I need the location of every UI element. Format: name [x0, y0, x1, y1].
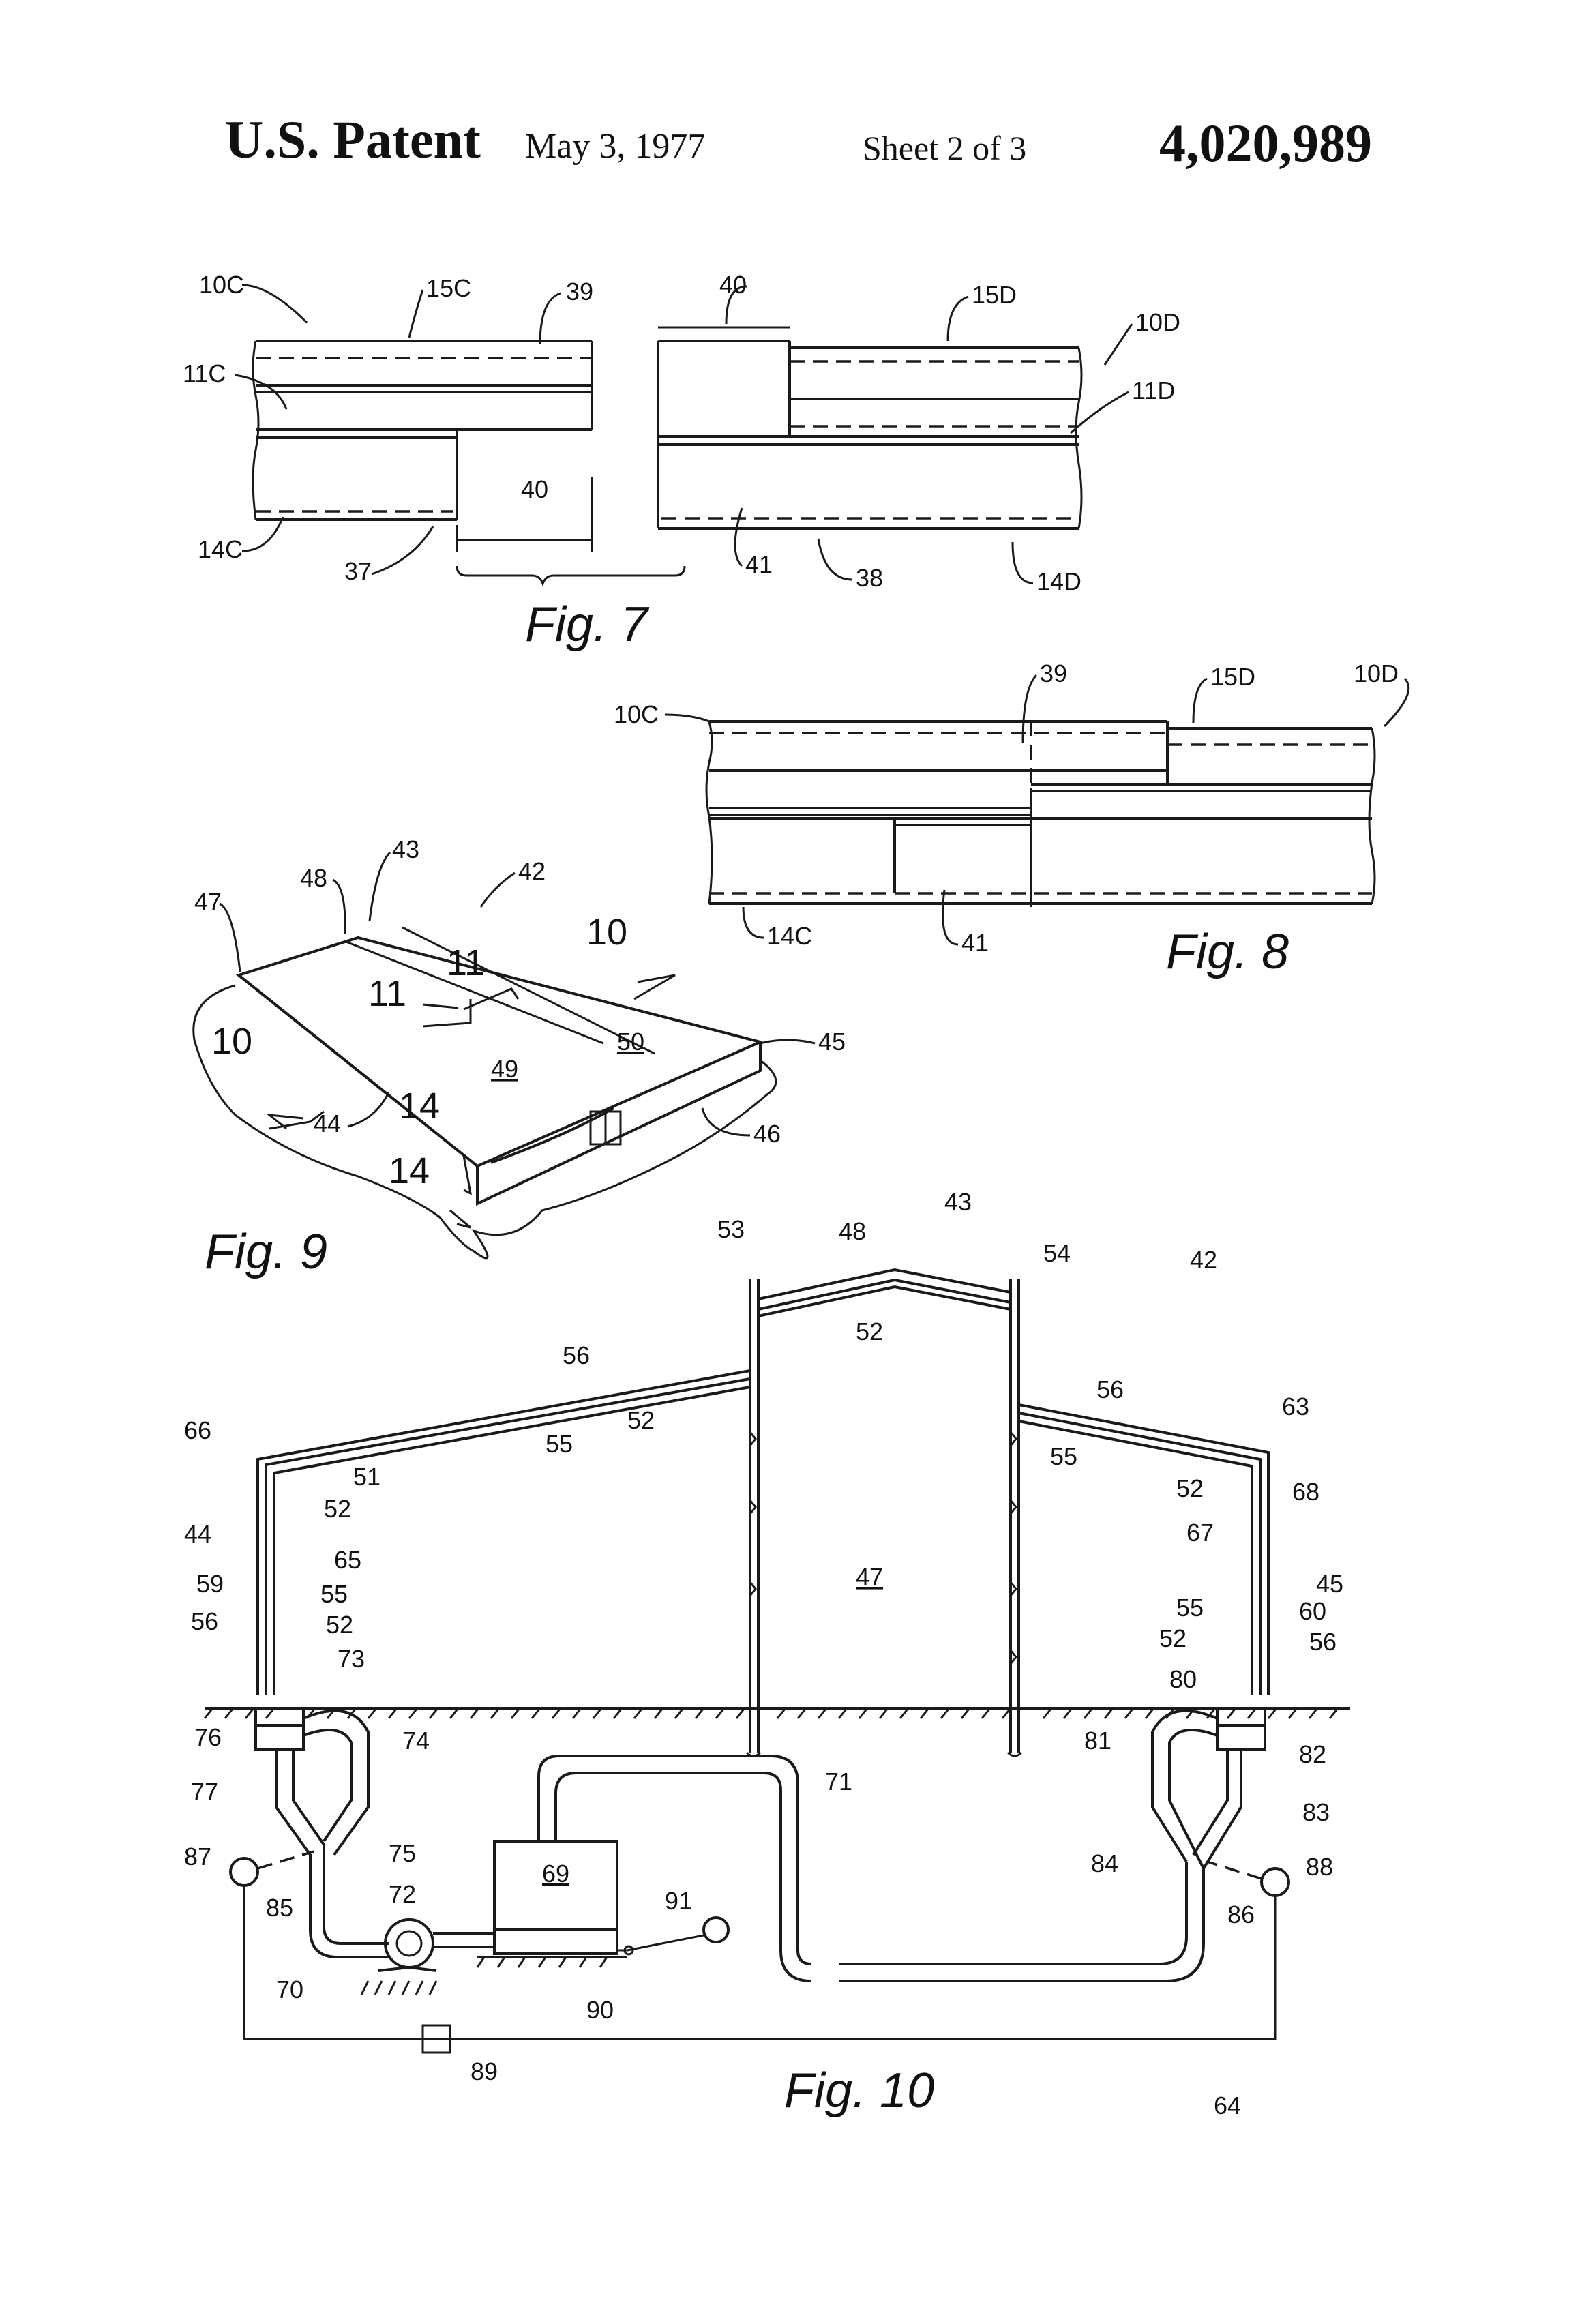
label-40: 40 [521, 475, 548, 503]
label-47: 47 [856, 1563, 883, 1591]
label-53: 53 [717, 1215, 745, 1243]
label-15c: 15C [426, 274, 471, 302]
label-48: 48 [300, 864, 327, 892]
label-91: 91 [665, 1887, 692, 1915]
label-37: 37 [344, 557, 372, 585]
label-83: 83 [1302, 1798, 1330, 1826]
label-47: 47 [194, 888, 222, 916]
label-45: 45 [1316, 1570, 1343, 1598]
label-14: 14 [389, 1150, 430, 1191]
label-82: 82 [1299, 1740, 1326, 1768]
label-14d: 14D [1036, 567, 1081, 595]
label-42: 42 [1190, 1246, 1217, 1274]
label-56: 56 [563, 1341, 590, 1369]
label-89: 89 [471, 2057, 498, 2085]
label-88: 88 [1306, 1853, 1333, 1881]
label-10d: 10D [1135, 308, 1180, 336]
label-77: 77 [191, 1778, 218, 1806]
label-52: 52 [627, 1406, 655, 1434]
label-10: 10 [211, 1021, 252, 1062]
label-56: 56 [1096, 1375, 1124, 1403]
label-74: 74 [402, 1727, 430, 1755]
label-39: 39 [566, 278, 593, 306]
label-54: 54 [1043, 1239, 1071, 1267]
label-50: 50 [617, 1028, 644, 1056]
label-56: 56 [191, 1607, 218, 1635]
label-14c: 14C [767, 922, 812, 950]
label-63: 63 [1282, 1392, 1309, 1420]
label-52: 52 [324, 1495, 351, 1523]
label-76: 76 [194, 1723, 222, 1751]
label-14: 14 [399, 1086, 440, 1127]
fig8-drawing [706, 721, 1375, 907]
label-11: 11 [447, 942, 485, 983]
label-65: 65 [334, 1546, 361, 1574]
label-64: 64 [1214, 2091, 1241, 2119]
label-10c: 10C [199, 271, 244, 299]
label-52: 52 [326, 1611, 353, 1639]
fig9-caption: Fig. 9 [205, 1225, 327, 1279]
label-86: 86 [1227, 1901, 1255, 1928]
label-43: 43 [944, 1188, 972, 1216]
label-44: 44 [314, 1109, 341, 1137]
label-15d: 15D [972, 281, 1017, 309]
label-71: 71 [825, 1768, 852, 1796]
fig8-caption: Fig. 8 [1166, 925, 1289, 979]
label-10: 10 [586, 912, 627, 953]
label-70: 70 [276, 1976, 303, 2003]
fig10-caption: Fig. 10 [784, 2064, 934, 2118]
label-55: 55 [1050, 1442, 1077, 1470]
label-69: 69 [542, 1860, 569, 1888]
label-60: 60 [1299, 1597, 1326, 1625]
label-52: 52 [856, 1317, 883, 1345]
label-67: 67 [1186, 1519, 1214, 1547]
label-10d: 10D [1354, 659, 1399, 687]
label-52: 52 [1159, 1624, 1186, 1652]
label-87: 87 [184, 1843, 211, 1871]
fig9-labels: 43 48 42 47 10 11 11 10 50 49 45 44 14 4… [194, 835, 846, 1279]
label-14c: 14C [198, 535, 243, 563]
label-56: 56 [1309, 1628, 1337, 1656]
label-10c: 10C [614, 700, 659, 728]
label-45: 45 [818, 1028, 846, 1056]
fig10-drawing [205, 1270, 1350, 2053]
label-55: 55 [546, 1430, 573, 1458]
label-11c: 11C [183, 359, 226, 387]
label-15d: 15D [1210, 663, 1255, 691]
label-72: 72 [389, 1880, 416, 1908]
label-49: 49 [491, 1055, 518, 1083]
label-55: 55 [1176, 1594, 1204, 1622]
label-46: 46 [753, 1120, 781, 1148]
label-66: 66 [184, 1416, 211, 1444]
label-68: 68 [1292, 1478, 1319, 1506]
label-11d: 11D [1132, 376, 1175, 404]
label-90: 90 [586, 1996, 614, 2024]
label-38: 38 [856, 564, 883, 592]
label-41: 41 [961, 929, 989, 957]
label-52: 52 [1176, 1474, 1204, 1502]
label-51: 51 [353, 1463, 380, 1491]
label-85: 85 [266, 1894, 293, 1922]
label-84: 84 [1091, 1849, 1118, 1877]
label-44: 44 [184, 1520, 211, 1548]
label-41: 41 [745, 550, 773, 578]
label-11: 11 [368, 973, 406, 1014]
label-59: 59 [196, 1570, 224, 1598]
label-75: 75 [389, 1839, 416, 1867]
label-73: 73 [338, 1645, 365, 1673]
label-43: 43 [392, 835, 419, 863]
label-81: 81 [1084, 1727, 1111, 1755]
label-80: 80 [1169, 1665, 1197, 1693]
fig7-caption: Fig. 7 [525, 597, 650, 652]
label-48: 48 [839, 1217, 866, 1245]
fig7-drawing [253, 327, 1081, 584]
label-55: 55 [320, 1580, 348, 1608]
label-39: 39 [1040, 659, 1067, 687]
label-42: 42 [518, 857, 546, 885]
